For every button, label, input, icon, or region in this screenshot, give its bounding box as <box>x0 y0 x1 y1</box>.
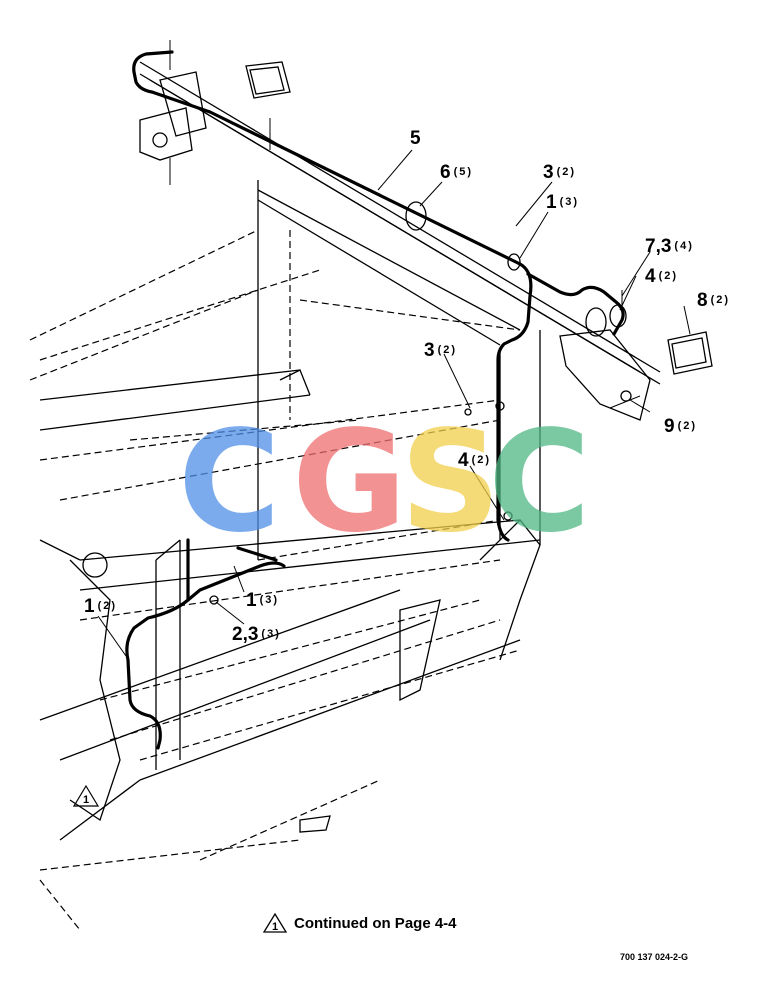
footnote-marker: 1 <box>272 921 278 933</box>
watermark-letter-s: S <box>400 401 501 564</box>
callout-1-left: 1(2) <box>84 596 117 617</box>
callout-1-upper: 1(3) <box>546 192 579 213</box>
watermark: C G S C <box>178 401 591 564</box>
light-bar <box>139 61 661 385</box>
callout-2-3: 2,3(3) <box>232 624 281 645</box>
leader-lines <box>97 149 691 657</box>
watermark-letter-c2: C <box>488 401 591 564</box>
hidden-lines <box>29 229 521 931</box>
callout-8: 8(2) <box>697 290 730 311</box>
callout-3-upper: 3(2) <box>543 162 576 183</box>
callout-3-middle: 3(2) <box>424 340 457 361</box>
note-marker: 1 <box>72 784 100 807</box>
watermark-letter-c1: C <box>178 401 281 564</box>
callout-9: 9(2) <box>664 416 697 437</box>
wiring-harness <box>125 50 625 750</box>
cable-clamps <box>209 201 627 605</box>
triangle-icon: 1 <box>262 912 288 933</box>
callout-4-lower: 4(2) <box>458 450 491 471</box>
callout-4-upper: 4(2) <box>645 266 678 287</box>
watermark-letter-g: G <box>292 401 407 564</box>
callout-6: 6(5) <box>440 162 473 183</box>
footnote-text: Continued on Page 4-4 <box>294 914 457 932</box>
footnote: 1 Continued on Page 4-4 <box>262 912 457 934</box>
callout-5: 5 <box>410 128 421 149</box>
drawing-number: 700 137 024-2-G <box>620 952 689 962</box>
note-marker-number: 1 <box>83 794 89 806</box>
callout-labels: 5 6(5) 3(2) 1(3) 7,3(4) 4(2) 8(2) 3(2) 9… <box>84 128 730 645</box>
left-lamp-assembly <box>139 40 291 185</box>
triangle-icon <box>72 784 100 807</box>
callout-7-3: 7,3(4) <box>645 236 694 257</box>
callout-1-lower: 1(3) <box>246 590 279 611</box>
